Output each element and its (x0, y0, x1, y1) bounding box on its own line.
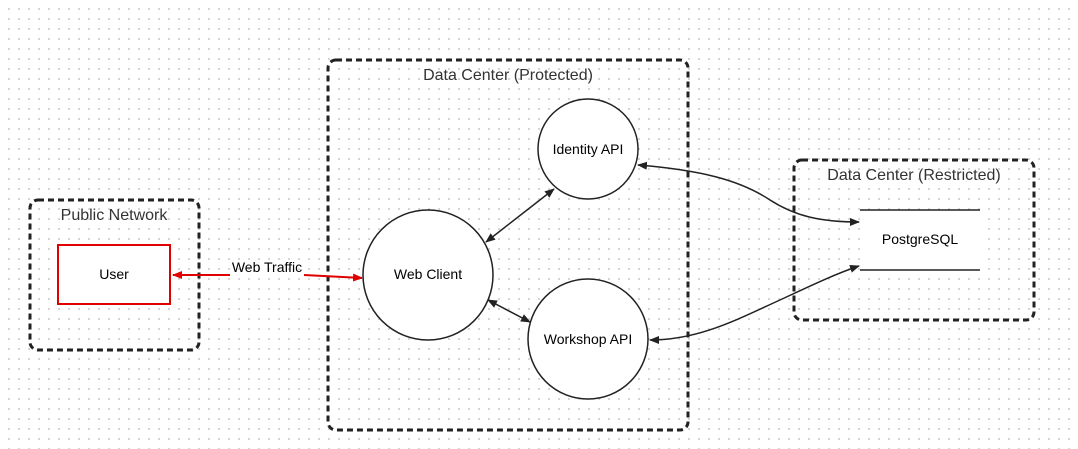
postgresql-label: PostgreSQL (882, 231, 958, 247)
restricted-datacenter-label: Data Center (Restricted) (827, 167, 1000, 184)
workshop-api-label: Workshop API (544, 331, 632, 347)
identity-api-label: Identity API (553, 141, 624, 157)
user-label: User (99, 266, 129, 282)
workshop-api-node[interactable]: Workshop API (527, 278, 649, 400)
restricted-datacenter-group[interactable]: Data Center (Restricted) (792, 158, 1036, 322)
workshop-postgres-edge[interactable] (649, 265, 860, 344)
postgresql-node[interactable]: PostgreSQL (860, 209, 980, 271)
user-node[interactable]: User (57, 244, 171, 305)
web-traffic-label: Web Traffic (232, 259, 302, 275)
public-network-label: Public Network (61, 207, 169, 224)
web-client-node[interactable]: Web Client (362, 209, 494, 341)
webclient-identity-edge[interactable] (485, 188, 555, 243)
webclient-workshop-edge[interactable] (487, 299, 531, 323)
web-traffic-edge[interactable]: Web Traffic (172, 259, 363, 282)
web-client-label: Web Client (394, 266, 462, 282)
identity-postgres-edge[interactable] (637, 161, 860, 226)
protected-datacenter-group[interactable]: Data Center (Protected) (326, 58, 690, 432)
identity-api-node[interactable]: Identity API (537, 98, 639, 200)
protected-datacenter-label: Data Center (Protected) (423, 67, 593, 84)
